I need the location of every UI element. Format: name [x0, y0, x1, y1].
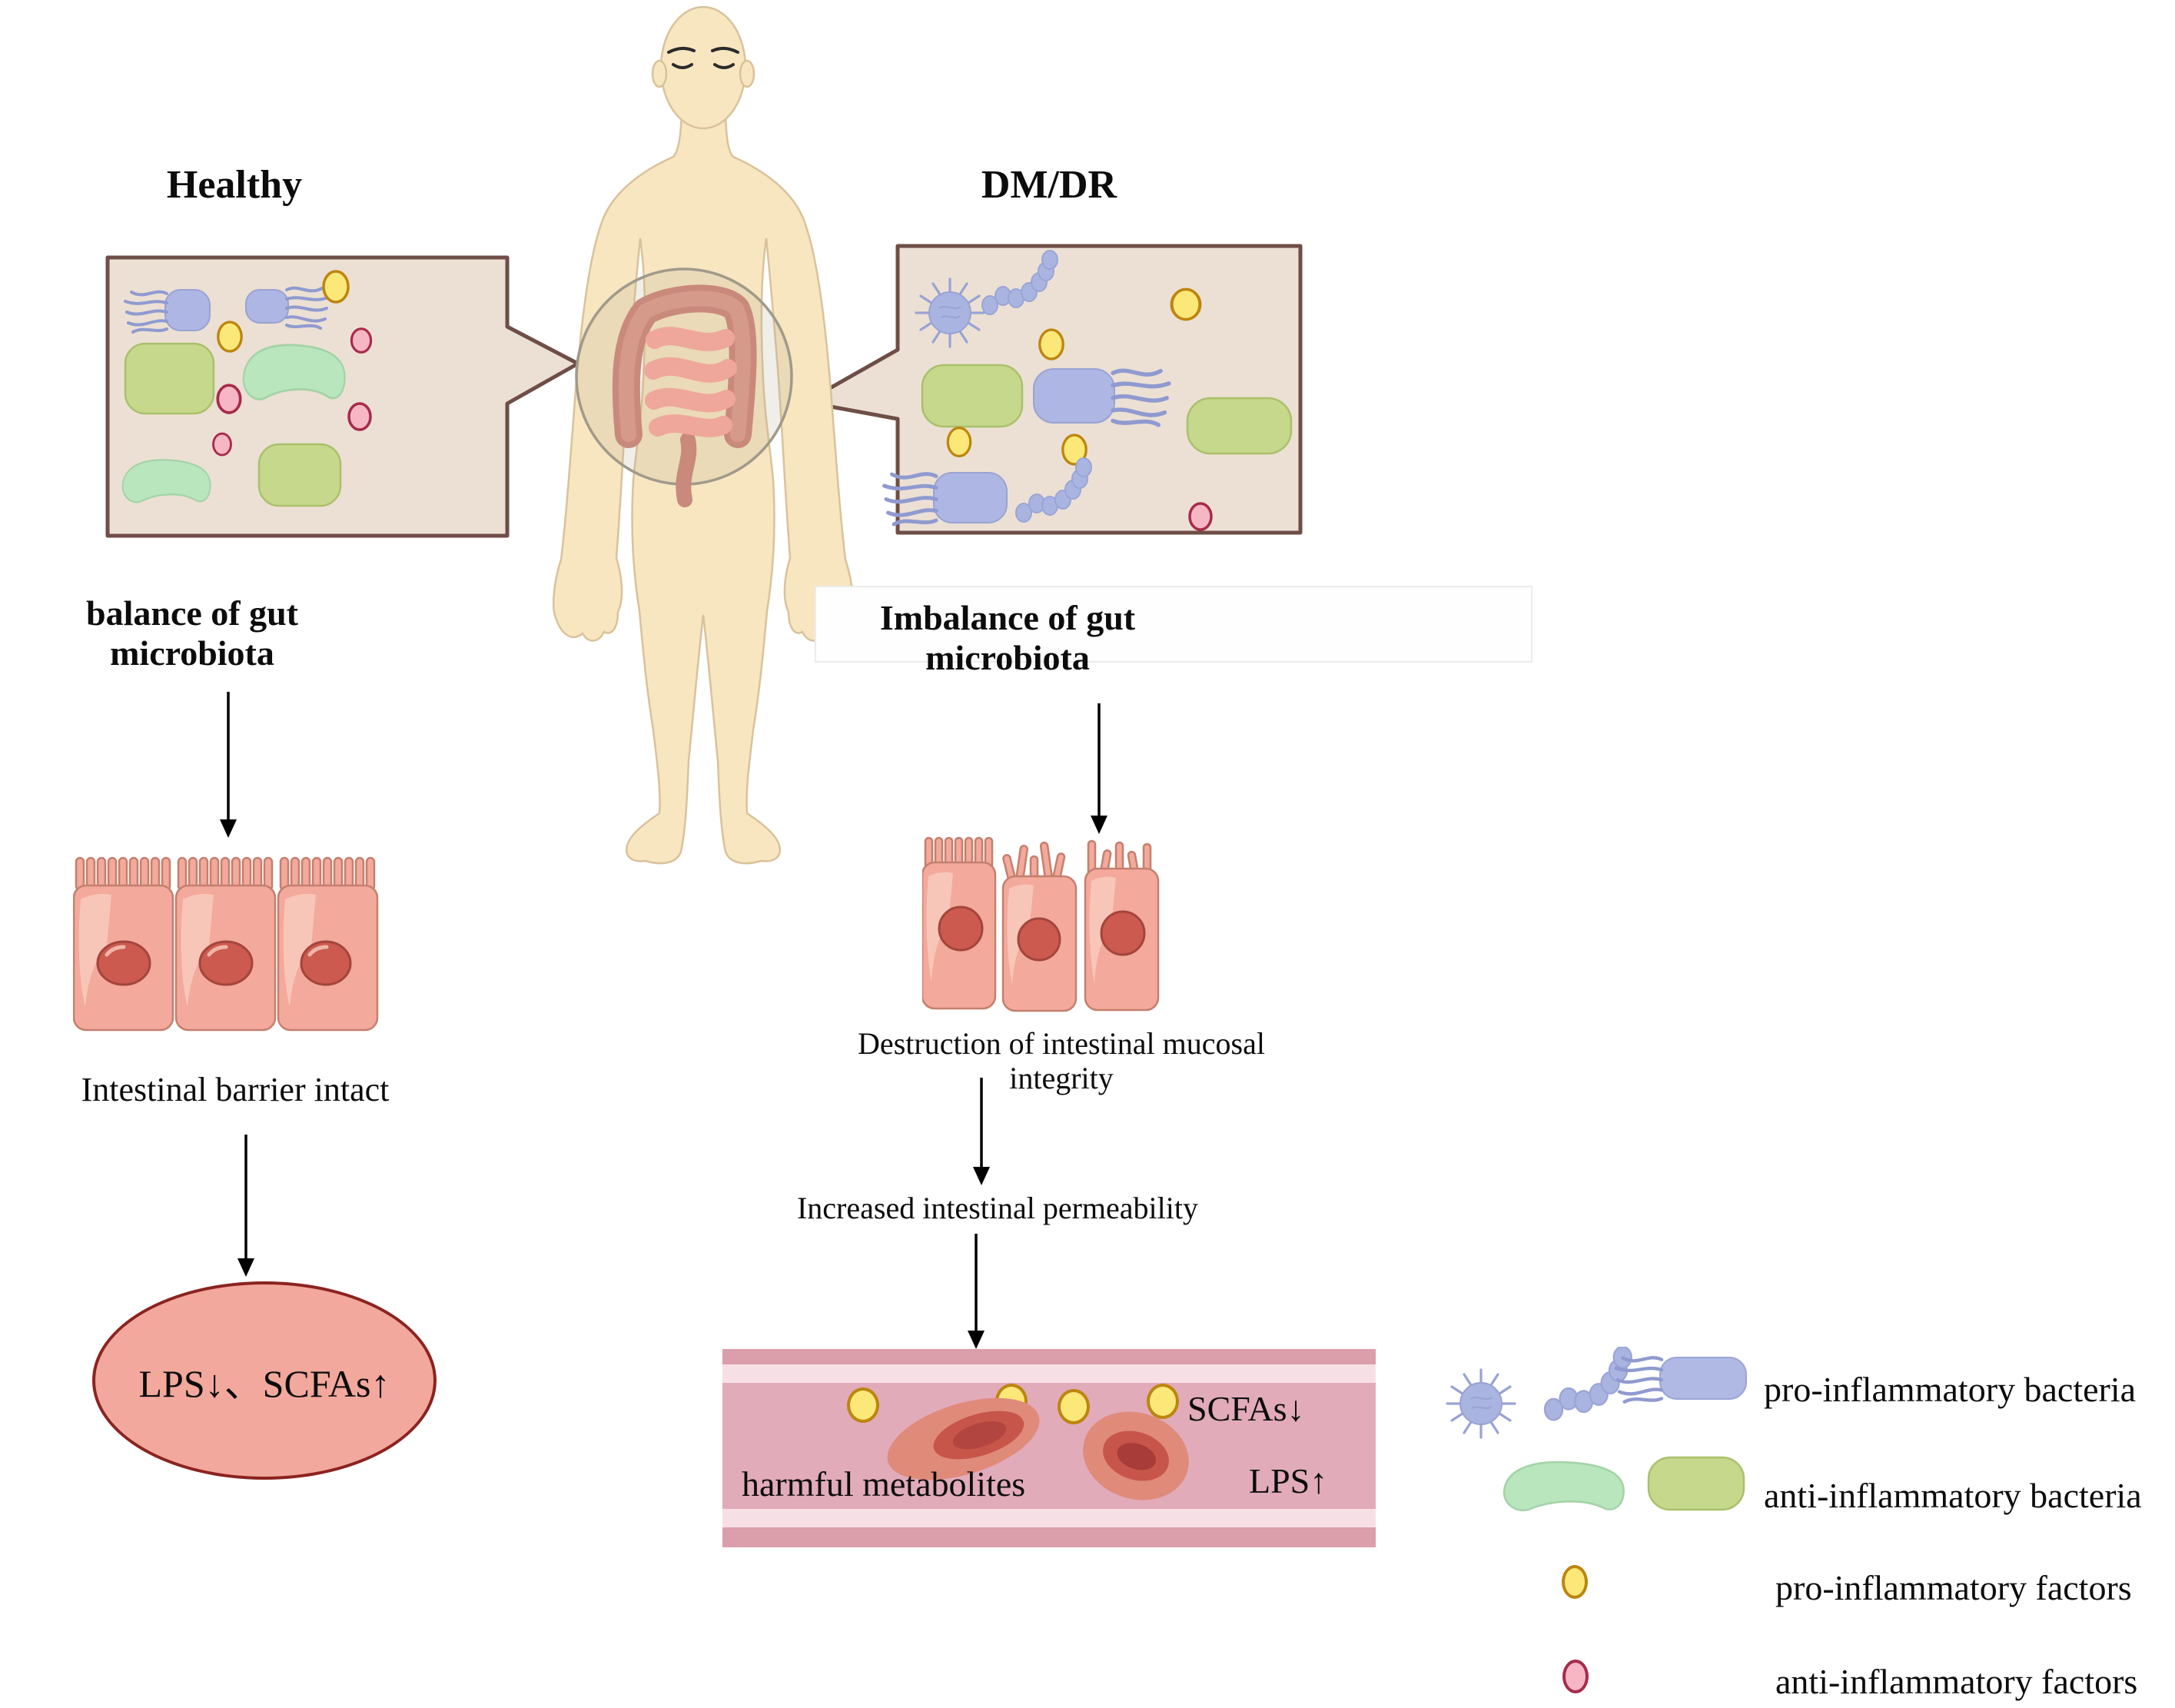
anti-inflammatory-bacterium-icon	[124, 342, 215, 415]
anti-inflammatory-bacterium-icon	[257, 443, 342, 507]
harmful-metabolites-label: harmful metabolites	[742, 1464, 1026, 1504]
intact-epithelium-cells	[73, 856, 379, 1032]
head	[659, 5, 747, 130]
permeability-label: Increased intestinal permeability	[796, 1191, 1198, 1225]
pro-inflammatory-factor-icon	[1147, 1384, 1179, 1419]
epithelial-cell	[73, 856, 174, 1032]
destruction-label: Destruction of intestinal mucosal integr…	[858, 1026, 1265, 1095]
anti-inflammatory-factor-icon	[1562, 1660, 1589, 1693]
damaged-epithelial-cell	[1001, 841, 1078, 1012]
balance-heading: balance of gut microbiota	[86, 593, 298, 673]
pro-inflammatory-factor-icon	[1058, 1389, 1090, 1424]
gut-magnifier-lens	[575, 267, 793, 507]
pro-inflammatory-bacteria-icons	[1446, 1347, 1747, 1439]
healthy-outcome-text: LPS↓、SCFAs↑	[138, 1362, 390, 1405]
human-body-figure	[553, 5, 854, 865]
legend-pro-factors-label: pro-inflammatory factors	[1775, 1568, 2132, 1607]
dmdr-microbiota-bubble	[803, 244, 1303, 535]
damaged-epithelium-cells	[922, 836, 1160, 1012]
anti-inflammatory-bacterium-icon	[921, 364, 1024, 428]
lps-up-label: LPS↑	[1249, 1461, 1328, 1500]
healthy-microbiota-bubble	[105, 255, 580, 538]
left-ear	[651, 59, 668, 88]
epithelial-cell	[277, 856, 379, 1032]
pro-inflammatory-bacterium-icon	[245, 286, 330, 330]
imbalance-heading-panel	[815, 586, 1532, 663]
pro-inflammatory-factor-icon	[1172, 289, 1200, 319]
legend-anti-factors-label: anti-inflammatory factors	[1775, 1662, 2138, 1701]
anti-inflammatory-factor-icon	[347, 402, 372, 431]
dmdr-label: DM/DR	[981, 163, 1117, 207]
imbalance-heading: Imbalance of gut microbiota	[879, 598, 1136, 677]
pro-inflammatory-factor-icon	[322, 270, 350, 304]
healthy-label: Healthy	[166, 163, 303, 207]
scfas-down-label: SCFAs↓	[1187, 1389, 1305, 1428]
pro-inflammatory-factor-icon	[946, 426, 972, 458]
pro-inflammatory-factor-icon	[847, 1387, 879, 1423]
legend-anti-bacteria-label: anti-inflammatory bacteria	[1764, 1476, 2142, 1515]
intestines-icon	[612, 284, 757, 507]
arrow-balance-to-cells	[220, 692, 237, 838]
pro-inflammatory-bacterium-icon	[1033, 368, 1169, 425]
damaged-epithelial-cell	[922, 836, 997, 1010]
closed-eyes	[667, 47, 739, 69]
anti-inflammatory-factor-icon	[212, 432, 232, 457]
damaged-epithelial-cell	[1084, 839, 1160, 1012]
red-blood-cell-icon	[1071, 1398, 1200, 1514]
pro-inflammatory-bacterium-icon	[124, 289, 211, 334]
arrow-destruction-to-permeability	[973, 1078, 990, 1185]
legend-pro-bacteria-label: pro-inflammatory bacteria	[1764, 1370, 2137, 1409]
anti-inflammatory-bacterium-icon	[1186, 397, 1293, 455]
pro-inflammatory-factor-icon	[1562, 1565, 1588, 1599]
anti-inflammatory-bacteria-icons	[1503, 1456, 1745, 1512]
arrow-permeability-to-vessel	[968, 1234, 985, 1349]
anti-inflammatory-factor-icon	[1188, 502, 1213, 531]
healthy-outcome-ellipse: LPS↓、SCFAs↑	[92, 1281, 437, 1480]
pro-inflammatory-factor-icon	[217, 321, 243, 353]
arrow-imbalance-to-cells	[1091, 703, 1107, 834]
intestinal-barrier-intact-label: Intestinal barrier intact	[81, 1071, 390, 1108]
anti-inflammatory-factor-icon	[216, 384, 242, 414]
pro-inflammatory-factor-icon	[1038, 328, 1064, 361]
anti-inflammatory-factor-icon	[350, 327, 373, 354]
epithelial-cell	[174, 856, 277, 1032]
arrow-barrier-to-outcome	[237, 1135, 254, 1277]
blood-vessel: harmful metabolites SCFAs↓ LPS↑	[722, 1349, 1376, 1547]
pro-inflammatory-bacterium-icon	[885, 472, 1008, 524]
right-ear	[739, 59, 755, 88]
